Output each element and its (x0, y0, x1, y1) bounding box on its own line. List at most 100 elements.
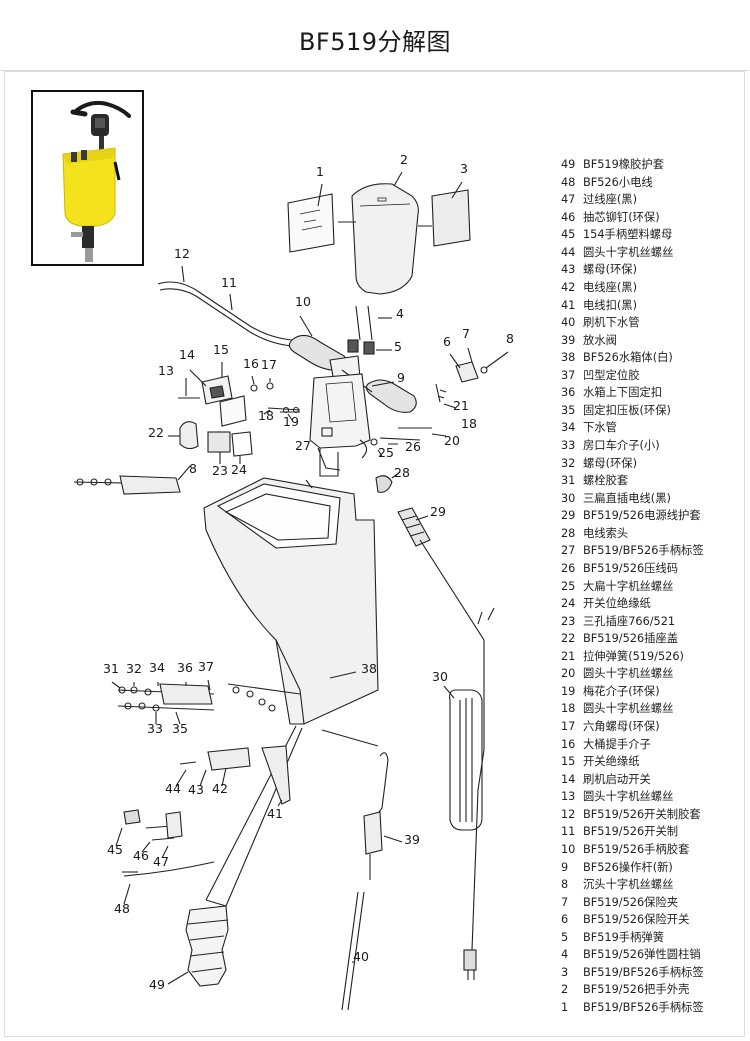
callout-15: 15 (213, 342, 229, 357)
callout-5: 5 (394, 339, 402, 354)
callout-22: 22 (148, 425, 164, 440)
legend-item-number: 48 (561, 175, 576, 189)
page-header: BF519分解图 (0, 0, 750, 71)
callout-7: 7 (462, 326, 470, 341)
callout-13: 13 (158, 363, 174, 378)
legend-item-number: 3 (561, 965, 569, 979)
legend-item: 22 BF519/526插座盖 (561, 630, 746, 648)
part-40-drain-hose (341, 891, 365, 1011)
callout-26: 26 (405, 439, 421, 454)
diagram-frame (4, 71, 745, 1037)
legend-item-number: 36 (561, 386, 576, 400)
legend-item-number: 10 (561, 842, 576, 856)
legend-item-name: 沉头十字机丝螺丝 (583, 878, 674, 892)
legend-item-number: 29 (561, 509, 576, 523)
legend-item-name: 电线扣(黑) (583, 298, 638, 312)
part-41-cable-clamp (261, 745, 291, 805)
legend-item-name: BF519/526插座盖 (583, 632, 679, 646)
callout-49: 49 (149, 977, 165, 992)
legend-item-number: 43 (561, 263, 576, 277)
legend-item-name: 螺栓胶套 (583, 474, 629, 488)
legend-item-number: 20 (561, 667, 576, 681)
legend-item-name: 螺母(环保) (583, 263, 638, 277)
legend-item-number: 1 (561, 1001, 569, 1014)
callout-45: 45 (107, 842, 123, 857)
callout-11: 11 (221, 275, 237, 290)
legend-item-number: 34 (561, 421, 576, 435)
callout-8: 8 (506, 331, 514, 346)
legend-item-name: 圆头十字机丝螺丝 (583, 667, 674, 681)
legend-item-number: 40 (561, 316, 576, 330)
callout-47: 47 (153, 854, 169, 869)
legend-item-name: BF519橡胶护套 (583, 158, 664, 171)
legend-item: 20 圆头十字机丝螺丝 (561, 665, 746, 683)
legend-item-number: 32 (561, 456, 576, 470)
legend-item-name: 水箱上下固定扣 (583, 386, 663, 400)
callout-19: 19 (283, 414, 299, 429)
legend-item-number: 44 (561, 245, 576, 259)
legend-item-number: 25 (561, 579, 576, 593)
legend-item-number: 45 (561, 228, 576, 242)
legend-item-number: 23 (561, 614, 576, 628)
callout-2: 2 (400, 152, 408, 167)
callout-8: 8 (189, 461, 197, 476)
callout-29: 29 (430, 504, 446, 519)
callout-25: 25 (378, 445, 394, 460)
callout-30: 30 (432, 669, 448, 684)
product-photo-inset (31, 90, 144, 266)
legend-item-name: 开关绝缘纸 (583, 755, 640, 769)
legend-item-number: 7 (561, 895, 569, 909)
part-30-power-cord (419, 539, 485, 951)
callout-41: 41 (267, 806, 283, 821)
legend-item-name: 固定扣压板(环保) (583, 403, 671, 417)
legend-item-number: 42 (561, 280, 576, 294)
callout-20: 20 (444, 433, 460, 448)
legend-item-name: BF519/526开关制胶套 (583, 807, 701, 821)
legend-item-name: 房口车介子(小) (583, 439, 660, 452)
legend-item-number: 22 (561, 632, 576, 646)
part-39-drain-valve (363, 811, 383, 855)
callout-37: 37 (198, 659, 214, 674)
callout-42: 42 (212, 781, 228, 796)
legend-item-number: 31 (561, 474, 576, 488)
part-12-sleeve (157, 281, 293, 341)
legend-item-name: BF519/526压线码 (583, 561, 679, 575)
legend-item-number: 47 (561, 193, 576, 207)
callout-35: 35 (172, 721, 188, 736)
legend-item-name: 梅花介子(环保) (583, 684, 660, 698)
legend-item-name: 凹型定位胶 (583, 368, 640, 382)
page-title: BF519分解图 (298, 28, 452, 56)
callout-18: 18 (258, 408, 274, 423)
legend-item-name: 过线座(黑) (583, 193, 638, 207)
part-1-label (287, 193, 335, 253)
legend-item-number: 9 (561, 860, 569, 874)
part-3-label (431, 189, 471, 247)
legend-item-name: 拉伸弹簧(519/526) (583, 649, 684, 663)
